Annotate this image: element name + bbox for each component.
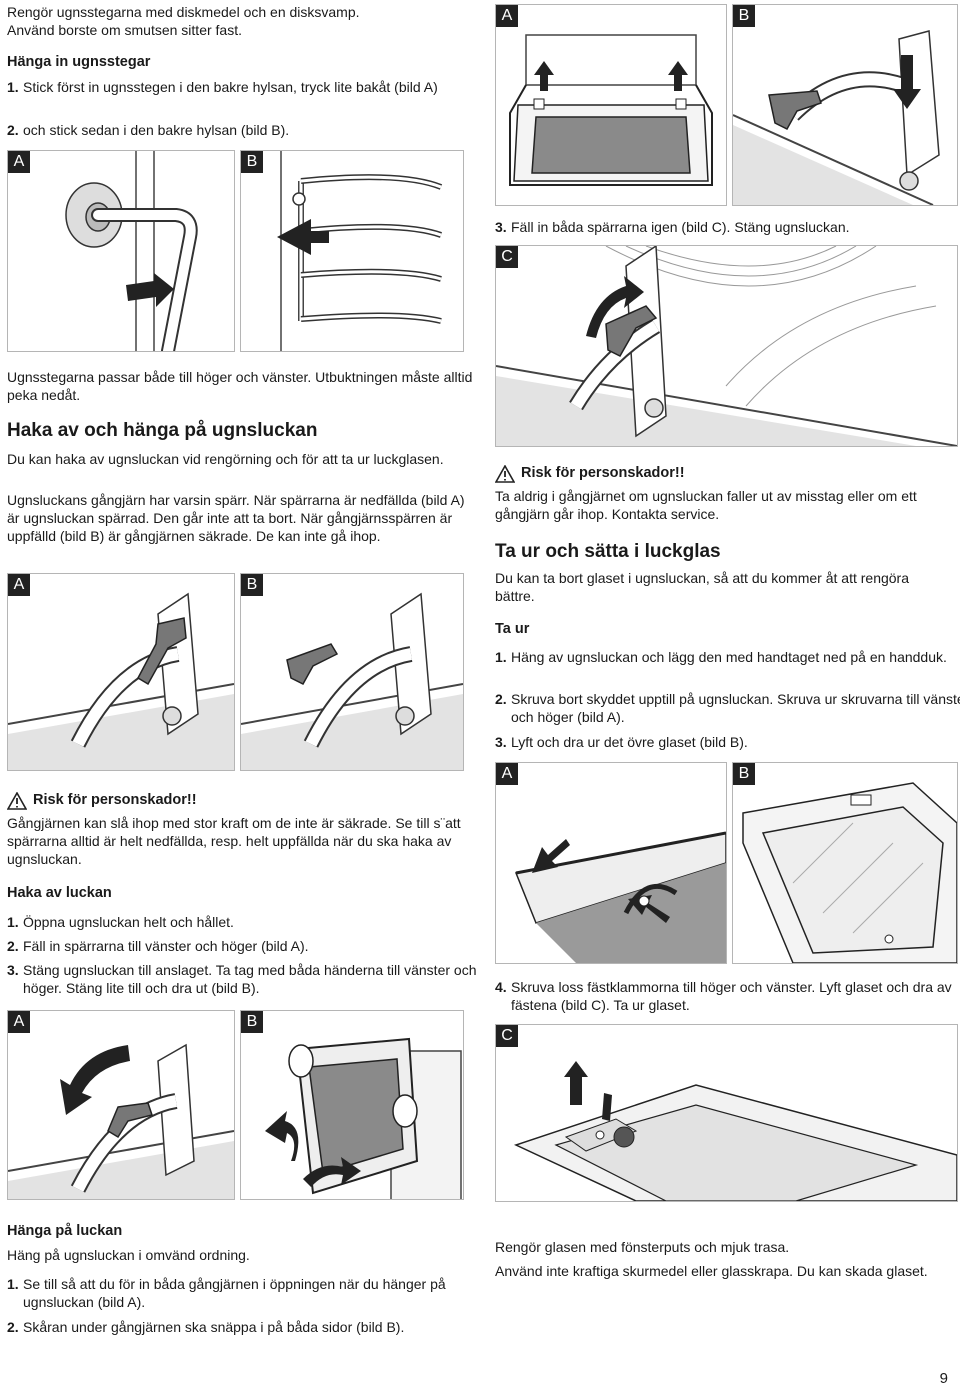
figure-hinge-b: B xyxy=(240,573,464,771)
figure-label-b: B xyxy=(241,1011,263,1033)
hinge-locked-illustration xyxy=(8,592,234,770)
figure-oven-a: A xyxy=(495,4,727,206)
oven-door-open-illustration xyxy=(509,34,713,186)
figure-hinge-a: A xyxy=(7,573,235,771)
figure-rack-b: B xyxy=(240,150,464,352)
figure-label-c: C xyxy=(496,1025,518,1047)
figure-label-b: B xyxy=(241,574,263,596)
figure-glass-b: B xyxy=(732,762,958,964)
page-number: 9 xyxy=(939,1370,948,1387)
takeout-step-2: 2.Skruva bort skyddet upptill på ugnsluc… xyxy=(495,691,960,725)
remove-door-title: Haka av luckan xyxy=(7,885,112,901)
unscrew-cover-illustration xyxy=(514,831,726,963)
figure-label-a: A xyxy=(8,151,30,173)
left-warning-title: Risk för personskador!! xyxy=(7,791,197,810)
clean-glass-2: Använd inte kraftiga skurmedel eller gla… xyxy=(495,1263,928,1279)
rack-push-illustration xyxy=(277,151,443,351)
hinge-unlocked-illustration xyxy=(241,592,463,770)
right-step-4: 4.Skruva loss fästklammorna till höger o… xyxy=(495,979,952,1013)
hinge-fold-illustration xyxy=(8,1043,234,1199)
door-intro: Du kan haka av ugnsluckan vid rengörning… xyxy=(7,451,444,467)
hinge-lock-down-illustration xyxy=(733,30,940,205)
takeout-step-1: 1.Häng av ugnsluckan och lägg den med ha… xyxy=(495,649,947,665)
hang-step-1: 1.Stick först in ugnsstegen i den bakre … xyxy=(7,79,438,95)
right-warning-title: Risk för personskador!! xyxy=(495,464,685,483)
glass-intro: Du kan ta bort glaset i ugnsluckan, så a… xyxy=(495,570,909,604)
figure-remove-a: A xyxy=(7,1010,235,1200)
attach-intro: Häng på ugnsluckan i omvänd ordning. xyxy=(7,1247,250,1263)
remove-clip-illustration xyxy=(513,1061,957,1201)
figure-label-b: B xyxy=(241,151,263,173)
figure-label-c: C xyxy=(496,246,518,268)
figure-label-a: A xyxy=(8,574,30,596)
warning-triangle-icon xyxy=(7,792,27,810)
attach-step-1: 1.Se till så att du för in båda gångjärn… xyxy=(7,1276,446,1310)
intro-line-1: Rengör ugnsstegarna med diskmedel och en… xyxy=(7,4,360,20)
hang-step-2: 2.och stick sedan i den bakre hylsan (bi… xyxy=(7,122,290,138)
figure-remove-b: B xyxy=(240,1010,464,1200)
figure-label-a: A xyxy=(496,5,518,27)
hinge-text: Ugnsluckans gångjärn har varsin spärr. N… xyxy=(7,492,465,544)
right-step-3: 3.Fäll in båda spärrarna igen (bild C). … xyxy=(495,219,850,235)
hinge-fold-back-illustration xyxy=(496,246,957,446)
rack-note: Ugnsstegarna passar både till höger och … xyxy=(7,369,473,403)
right-warning-text: Ta aldrig i gångjärnet om ugnsluckan fal… xyxy=(495,488,917,522)
attach-step-2: 2.Skåran under gångjärnen ska snäppa i p… xyxy=(7,1319,405,1335)
takeout-title: Ta ur xyxy=(495,621,530,637)
figure-glass-a: A xyxy=(495,762,727,964)
lift-glass-illustration xyxy=(742,782,957,963)
door-heading: Haka av och hänga på ugnsluckan xyxy=(7,420,318,441)
takeout-step-3: 3.Lyft och dra ur det övre glaset (bild … xyxy=(495,734,748,750)
figure-label-b: B xyxy=(733,5,755,27)
door-lift-out-illustration xyxy=(265,1037,462,1199)
remove-step-1: 1.Öppna ugnsluckan helt och hållet. xyxy=(7,914,234,930)
hang-racks-title: Hänga in ugnsstegar xyxy=(7,54,151,70)
remove-step-2: 2.Fäll in spärrarna till vänster och hög… xyxy=(7,938,309,954)
figure-label-a: A xyxy=(8,1011,30,1033)
figure-hinge-c: C xyxy=(495,245,958,447)
warning-triangle-icon xyxy=(495,465,515,483)
clean-glass-1: Rengör glasen med fönsterputs och mjuk t… xyxy=(495,1239,790,1255)
glass-heading: Ta ur och sätta i luckglas xyxy=(495,541,721,562)
rack-insert-illustration xyxy=(65,151,198,351)
remove-step-3: 3.Stäng ugnsluckan till anslaget. Ta tag… xyxy=(7,962,477,996)
figure-glass-c: C xyxy=(495,1024,958,1202)
figure-rack-a: A xyxy=(7,150,235,352)
attach-door-title: Hänga på luckan xyxy=(7,1223,123,1239)
figure-oven-b: B xyxy=(732,4,958,206)
intro-line-2: Använd borste om smutsen sitter fast. xyxy=(7,22,242,38)
figure-label-b: B xyxy=(733,763,755,785)
figure-label-a: A xyxy=(496,763,518,785)
left-warning-text: Gångjärnen kan slå ihop med stor kraft o… xyxy=(7,815,461,867)
